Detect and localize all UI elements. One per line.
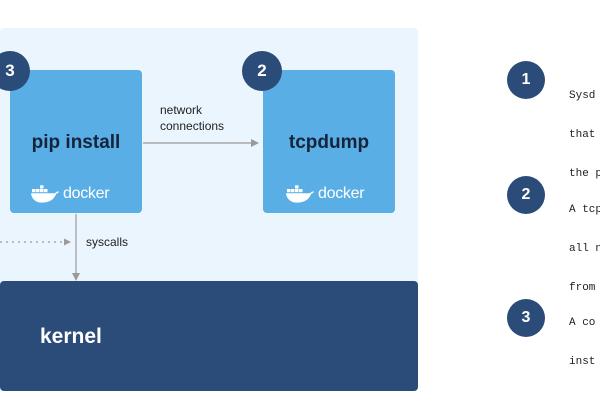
pip-install-container: pip install docker	[10, 70, 142, 213]
legend-2-line2: all ne	[569, 243, 600, 255]
kernel-bar: kernel	[0, 281, 418, 391]
docker-logo-text: docker	[318, 185, 365, 202]
pip-install-title: pip install	[31, 132, 121, 153]
kernel-label: kernel	[40, 325, 102, 348]
legend-1-line3: the p	[569, 168, 600, 180]
network-connections-label: network connections	[160, 102, 224, 134]
legend-badge-1: 1	[507, 61, 545, 99]
network-label-line2: connections	[160, 119, 225, 133]
legend-text-3: A co inst	[569, 291, 600, 382]
network-label-line1: network	[160, 103, 203, 117]
docker-logo-text: docker	[63, 185, 110, 202]
docker-logo: docker	[285, 184, 365, 204]
legend-1-line1: Sysd	[569, 90, 596, 102]
legend-1-line2: that a	[569, 129, 596, 141]
legend-2-line3: from	[569, 282, 596, 294]
legend-badge-2: 2	[507, 176, 545, 214]
syscalls-label: syscalls	[86, 235, 129, 249]
legend-text-2: A tcp all ne from	[569, 178, 600, 308]
syscalls-dotted-arrowhead	[64, 238, 71, 246]
docker-whale-icon	[286, 185, 314, 203]
legend-badge-3: 3	[507, 299, 545, 337]
syscalls-arrowhead	[72, 273, 80, 281]
legend-text-1: Sysd that a the p	[569, 64, 600, 194]
docker-whale-icon	[31, 185, 59, 203]
network-arrowhead	[251, 139, 259, 147]
docker-logo: docker	[30, 184, 110, 204]
tcpdump-title: tcpdump	[288, 132, 370, 153]
tcpdump-container: tcpdump docker	[263, 70, 395, 213]
step-badge-2: 2	[242, 51, 282, 91]
legend-3-line1: A co	[569, 317, 596, 329]
legend-2-line1: A tcp	[569, 204, 600, 216]
legend-3-line2: inst	[569, 356, 596, 368]
